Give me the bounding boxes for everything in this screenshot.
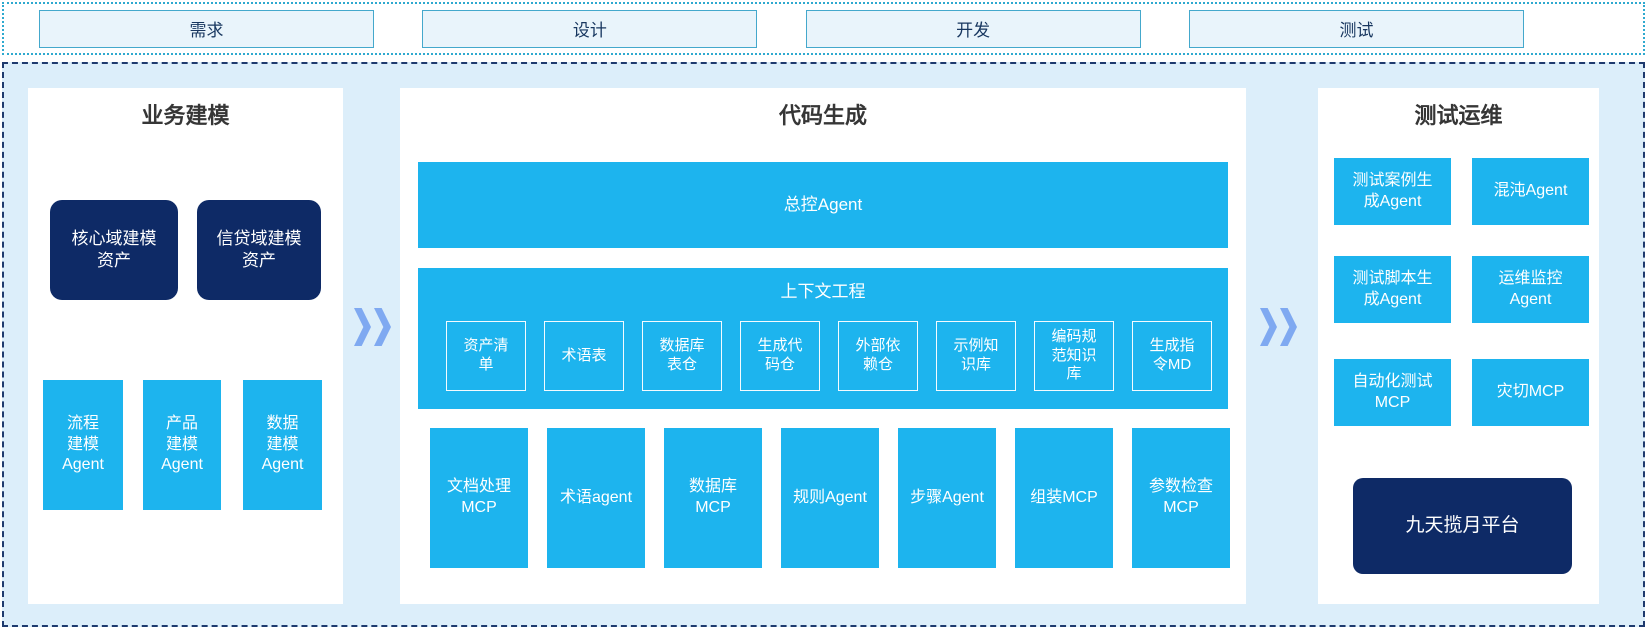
test-case-gen-agent-box: 测试案例生 成Agent <box>1334 158 1451 225</box>
context-engineering-title: 上下文工程 <box>780 282 866 301</box>
core-domain-assets-box: 核心域建模 资产 <box>50 200 178 300</box>
terminology-agent-box: 术语agent <box>547 428 645 568</box>
generated-code-repo-box: 生成代 码仓 <box>740 321 820 391</box>
credit-domain-assets-box: 信贷域建模 资产 <box>197 200 321 300</box>
rules-agent-box: 规则Agent <box>781 428 879 568</box>
business-modeling-panel: 业务建模 核心域建模 资产 信贷域建模 资产 流程 建模 Agent 产品 建模… <box>28 88 343 604</box>
architecture-diagram: 业务建模 核心域建模 资产 信贷域建模 资产 流程 建模 Agent 产品 建模… <box>2 62 1645 627</box>
test-script-gen-agent-box: 测试脚本生 成Agent <box>1334 256 1451 323</box>
coding-standards-kb-box: 编码规 范知识 库 <box>1034 321 1114 391</box>
double-chevron-icon <box>1260 308 1297 346</box>
phase-box-design: 设计 <box>422 9 758 48</box>
phase-box-testing: 测试 <box>1188 9 1524 48</box>
process-modeling-agent-box: 流程 建模 Agent <box>43 380 123 510</box>
chevron-icon <box>354 308 371 346</box>
glossary-box: 术语表 <box>544 321 624 391</box>
code-generation-title: 代码生成 <box>778 103 867 128</box>
phase-strip: 需求 设计 开发 测试 <box>2 2 1645 55</box>
automated-test-mcp-box: 自动化测试 MCP <box>1334 359 1451 426</box>
code-generation-panel: 代码生成 总控Agent 上下文工程 资产清 单 术语表 数据库 表仓 生成代 … <box>400 88 1246 604</box>
master-control-agent-bar: 总控Agent <box>418 162 1228 248</box>
external-deps-repo-box: 外部依 赖仓 <box>838 321 918 391</box>
chevron-icon <box>374 308 391 346</box>
db-table-repo-box: 数据库 表仓 <box>642 321 722 391</box>
assembly-mcp-box: 组装MCP <box>1015 428 1113 568</box>
chevron-icon <box>1280 308 1297 346</box>
context-engineering-box: 上下文工程 资产清 单 术语表 数据库 表仓 生成代 码仓 外部依 赖仓 示例知… <box>418 268 1228 409</box>
asset-list-box: 资产清 单 <box>446 321 526 391</box>
data-modeling-agent-box: 数据 建模 Agent <box>243 380 322 510</box>
example-knowledge-base-box: 示例知 识库 <box>936 321 1016 391</box>
double-chevron-icon <box>354 308 391 346</box>
chevron-icon <box>1260 308 1277 346</box>
steps-agent-box: 步骤Agent <box>898 428 996 568</box>
ops-monitoring-agent-box: 运维监控 Agent <box>1472 256 1589 323</box>
test-ops-title: 测试运维 <box>1414 103 1503 128</box>
generation-instruction-md-box: 生成指 令MD <box>1132 321 1212 391</box>
doc-processing-mcp-box: 文档处理 MCP <box>430 428 528 568</box>
disaster-switch-mcp-box: 灾切MCP <box>1472 359 1589 426</box>
test-ops-panel: 测试运维 测试案例生 成Agent 混沌Agent 测试脚本生 成Agent 运… <box>1318 88 1599 604</box>
database-mcp-box: 数据库 MCP <box>664 428 762 568</box>
param-check-mcp-box: 参数检查 MCP <box>1132 428 1230 568</box>
phase-box-development: 开发 <box>805 9 1141 48</box>
jiutian-lanyue-platform-box: 九天揽月平台 <box>1353 478 1572 574</box>
product-modeling-agent-box: 产品 建模 Agent <box>143 380 221 510</box>
chaos-agent-box: 混沌Agent <box>1472 158 1589 225</box>
phase-box-requirements: 需求 <box>39 9 374 48</box>
business-modeling-title: 业务建模 <box>141 103 230 128</box>
